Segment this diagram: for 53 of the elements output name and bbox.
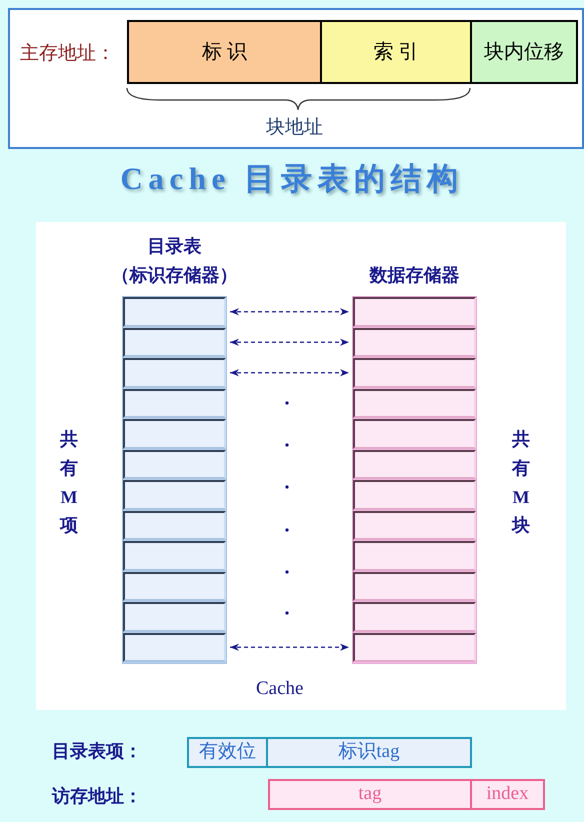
memory-row	[123, 358, 226, 388]
field-label: index	[486, 782, 529, 806]
address-field	[472, 779, 545, 810]
memory-row	[353, 388, 476, 418]
memory-row	[123, 480, 226, 510]
double-arrow	[230, 338, 349, 346]
field-label: 标识tag	[338, 740, 400, 764]
memory-row	[123, 388, 226, 418]
text-label: 共有M项	[60, 428, 78, 538]
memory-row	[353, 419, 476, 448]
memory-row	[123, 541, 226, 570]
memory-row	[353, 510, 476, 540]
memory-row	[353, 480, 476, 510]
text-label: 目录表项：	[52, 740, 142, 763]
address-field	[322, 20, 472, 84]
text-label: Cache	[256, 677, 304, 701]
field-label: 有效位	[199, 740, 256, 764]
memory-row	[123, 572, 226, 601]
column-heading: （标识存储器）	[112, 264, 238, 287]
field-label: 块内位移	[484, 40, 564, 65]
field-label: 标 识	[202, 40, 247, 65]
memory-row	[123, 450, 226, 479]
memory-row	[353, 541, 476, 570]
memory-row	[353, 297, 476, 326]
memory-row	[353, 450, 476, 479]
memory-row	[123, 297, 226, 326]
memory-row	[353, 572, 476, 601]
address-field	[127, 20, 322, 84]
memory-row	[353, 602, 476, 632]
memory-row	[123, 602, 226, 632]
column-heading: 数据存储器	[370, 264, 460, 287]
text-label: 主存地址：	[20, 42, 115, 66]
memory-row	[353, 358, 476, 388]
entry-field	[268, 737, 472, 768]
address-field	[268, 779, 472, 810]
diagram-title: Cache 目录表的结构	[119, 160, 465, 198]
text-label: 共有M块	[512, 428, 530, 538]
field-label: tag	[358, 782, 382, 806]
double-arrow	[230, 308, 349, 316]
memory-row	[353, 328, 476, 357]
double-arrow	[230, 369, 349, 376]
memory-row	[123, 419, 226, 448]
address-field	[472, 20, 578, 84]
memory-row	[353, 632, 476, 662]
double-arrow	[230, 644, 349, 651]
memory-row	[123, 328, 226, 357]
field-label: 索 引	[374, 40, 418, 65]
brace-label: 块地址	[266, 116, 323, 140]
entry-field	[187, 737, 268, 768]
text-label: 访存地址：	[52, 785, 142, 808]
memory-row	[123, 632, 226, 662]
memory-row	[123, 510, 226, 540]
column-heading: 目录表	[148, 235, 202, 258]
